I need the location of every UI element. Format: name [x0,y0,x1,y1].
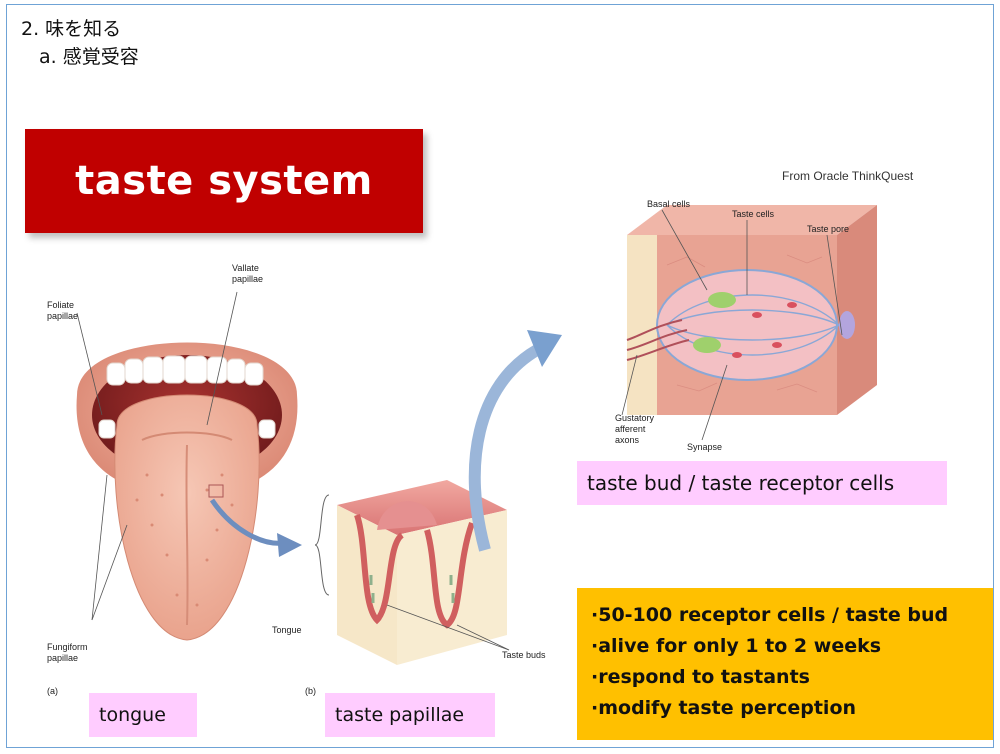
label-panel-a: (a) [47,686,58,697]
caption-tongue: tongue [89,693,197,737]
label-panel-b: (b) [305,686,316,697]
label-fungiform-papillae: Fungiform papillae [47,642,107,664]
caption-taste-papillae: taste papillae [325,693,495,737]
slide: 2. 味を知る a. 感覚受容 taste system From Oracle… [6,4,994,748]
fact-item: ·modify taste perception [591,693,994,724]
label-taste-cells: Taste cells [732,209,774,220]
caption-taste-bud: taste bud / taste receptor cells [577,461,947,505]
label-vallate-papillae: Vallate papillae [232,263,292,285]
fact-item: ·50-100 receptor cells / taste bud [591,600,994,631]
label-foliate-papillae: Foliate papillae [47,300,97,322]
label-taste-pore: Taste pore [807,224,849,235]
label-tongue: Tongue [272,625,302,636]
facts-box: ·50-100 receptor cells / taste bud ·aliv… [577,588,994,740]
fact-item: ·respond to tastants [591,662,994,693]
label-synapse: Synapse [687,442,722,453]
label-gustatory-axons: Gustatory afferent axons [615,413,663,446]
fact-item: ·alive for only 1 to 2 weeks [591,631,994,662]
label-basal-cells: Basal cells [647,199,690,210]
label-taste-buds: Taste buds [502,650,546,661]
